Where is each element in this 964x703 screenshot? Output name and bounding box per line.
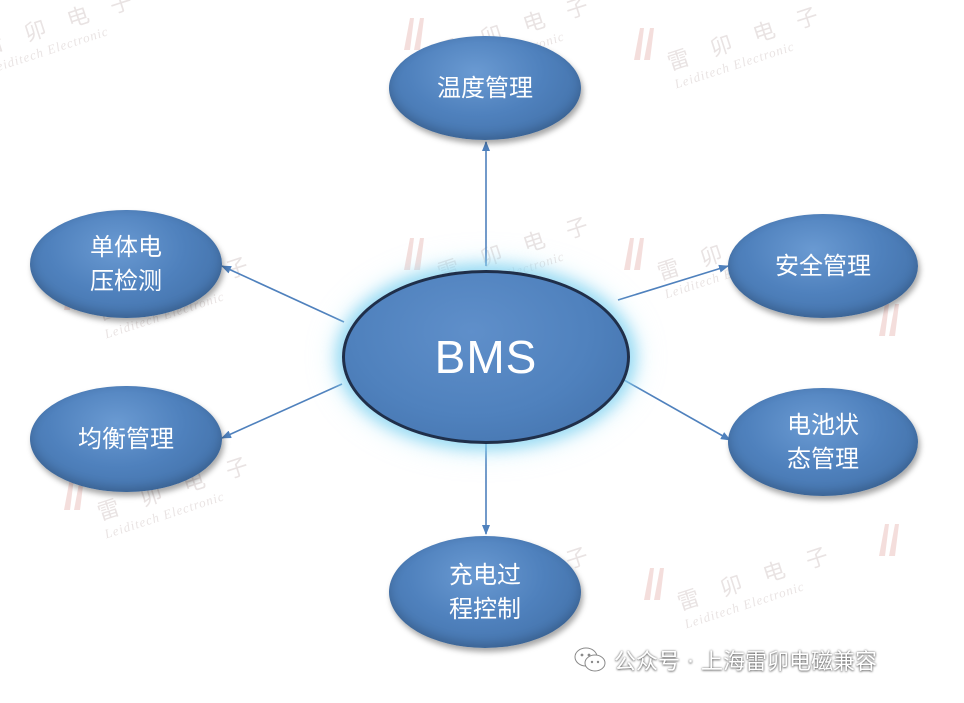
footer-text: 公众号 · 上海雷卯电磁兼容: [614, 650, 877, 675]
center-node-bms: BMS: [342, 270, 630, 444]
wechat-account-footer: 公众号 · 上海雷卯电磁兼容: [574, 644, 877, 676]
node-safety: 安全管理: [728, 214, 918, 318]
arrow-to-balancing: [221, 383, 343, 439]
wechat-icon: [574, 647, 606, 672]
node-cell-voltage: 单体电 压检测: [30, 210, 222, 318]
arrow-to-safety: [617, 264, 729, 301]
node-balancing: 均衡管理: [30, 386, 222, 492]
center-label: BMS: [434, 331, 538, 383]
node-battery-state: 电池状 态管理: [728, 388, 918, 496]
node-charging: 充电过 程控制: [389, 536, 581, 648]
arrow-to-battery-state: [623, 379, 731, 441]
node-temperature: 温度管理: [389, 36, 581, 140]
arrow-to-cell-voltage: [221, 265, 345, 323]
